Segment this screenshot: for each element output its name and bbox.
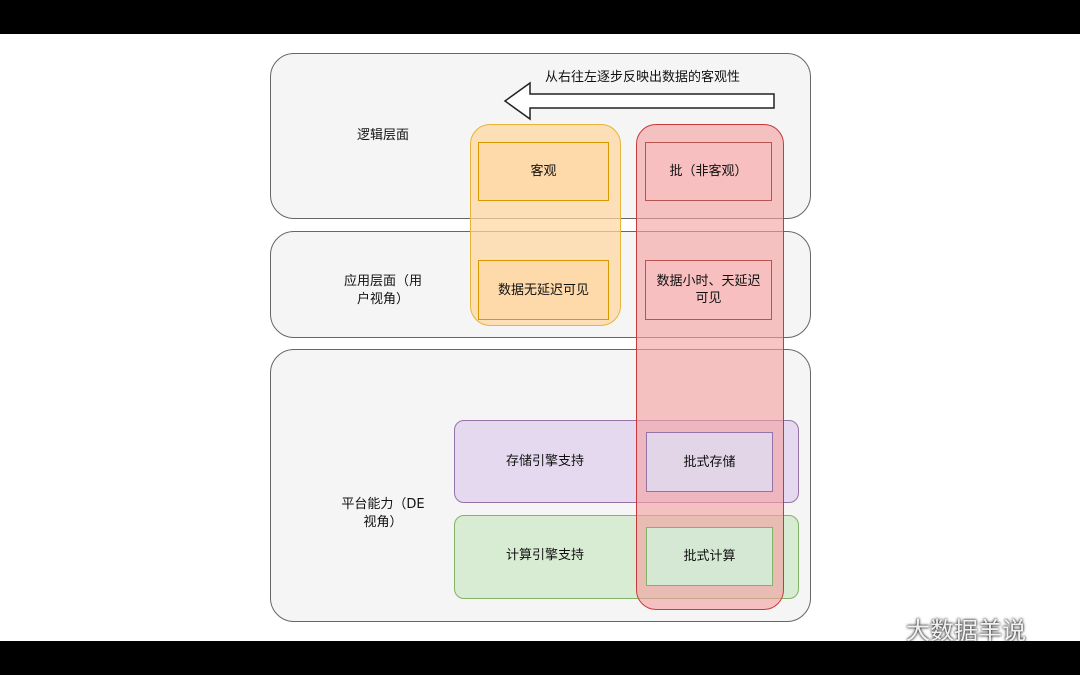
platform-layer-label-line2: 视角） <box>363 515 403 530</box>
arrow-label: 从右往左逐步反映出数据的客观性 <box>545 70 741 85</box>
left-arrow-icon <box>503 81 775 121</box>
delayed-visibility-line1: 数据小时、天延迟 <box>656 274 761 289</box>
watermark-text: 大数据羊说 <box>906 617 1026 645</box>
no-latency-box: 数据无延迟可见 <box>478 260 609 320</box>
wechat-icon <box>862 615 897 641</box>
storage-engine-label: 存储引擎支持 <box>506 454 585 469</box>
application-layer-label: 应用层面（用 户视角） <box>320 273 446 309</box>
watermark: 大数据羊说 <box>862 611 1026 646</box>
top-letterbox-bar <box>0 0 1080 34</box>
platform-layer-label-line1: 平台能力（DE <box>341 497 425 512</box>
delayed-visibility-box: 数据小时、天延迟 可见 <box>645 260 772 320</box>
application-layer-label-line1: 应用层面（用 <box>343 274 422 289</box>
objective-box: 客观 <box>478 142 609 201</box>
batch-compute-box: 批式计算 <box>646 527 773 586</box>
batch-storage-box: 批式存储 <box>646 432 773 492</box>
compute-engine-label: 计算引擎支持 <box>506 548 585 563</box>
logic-layer-label: 逻辑层面 <box>356 128 409 143</box>
platform-layer-label: 平台能力（DE 视角） <box>320 496 446 532</box>
bottom-letterbox-bar <box>0 641 1080 675</box>
application-layer-label-line2: 户视角） <box>356 292 409 307</box>
delayed-visibility-line2: 可见 <box>695 291 722 306</box>
batch-non-objective-box: 批（非客观） <box>645 142 772 201</box>
